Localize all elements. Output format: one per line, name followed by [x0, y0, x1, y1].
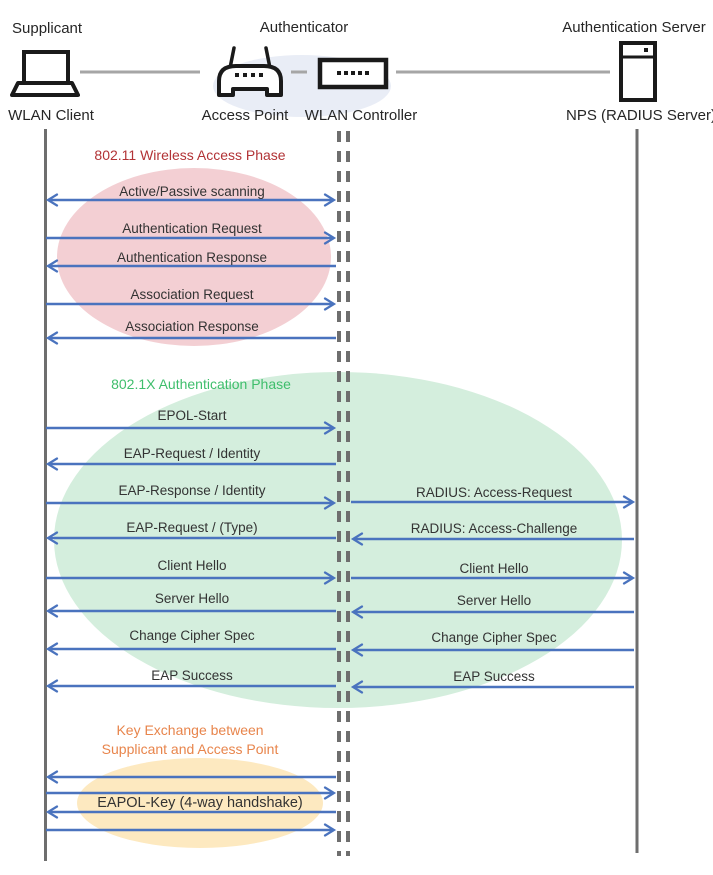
msg-label-active-passive-scanning: Active/Passive scanning: [119, 184, 265, 199]
phase1-ellipse: [57, 168, 331, 346]
msg-label-eapol-key-handshake: EAPOL-Key (4-way handshake): [97, 795, 303, 811]
device-label-nps-radius-server: NPS (RADIUS Server): [565, 107, 713, 124]
msg-label-server-hello-left: Server Hello: [154, 591, 230, 606]
msg-label-eap-success-right: EAP Success: [453, 669, 535, 684]
role-label-supplicant: Supplicant: [12, 20, 83, 37]
msg-label-eap-request-type: EAP-Request / (Type): [126, 520, 258, 535]
msg-label-change-cipher-spec-left: Change Cipher Spec: [129, 628, 255, 643]
wlan-controller-icon: [317, 57, 389, 90]
server-icon: [619, 41, 657, 102]
msg-label-authentication-request: Authentication Request: [122, 221, 262, 236]
msg-label-eap-response-identity: EAP-Response / Identity: [118, 483, 266, 498]
laptop-icon: [10, 50, 80, 97]
msg-label-eap-success-left: EAP Success: [151, 668, 233, 683]
device-label-wlan-controller: WLAN Controller: [304, 107, 418, 124]
msg-label-authentication-response: Authentication Response: [116, 250, 268, 265]
phase1-title: 802.11 Wireless Access Phase: [94, 147, 286, 163]
msg-label-radius-access-challenge: RADIUS: Access-Challenge: [410, 521, 578, 536]
role-label-authentication-server: Authentication Server: [562, 19, 706, 36]
phase3-ellipse: [77, 758, 323, 848]
msg-label-client-hello-left: Client Hello: [157, 558, 227, 573]
msg-label-association-request: Association Request: [130, 287, 254, 302]
device-label-wlan-client: WLAN Client: [8, 107, 94, 124]
phase3-title-line2: Supplicant and Access Point: [101, 741, 279, 757]
phase2-title: 802.1X Authentication Phase: [111, 376, 291, 392]
phase3-title-line1: Key Exchange between: [116, 722, 264, 738]
msg-label-client-hello-right: Client Hello: [459, 561, 529, 576]
msg-label-change-cipher-spec-right: Change Cipher Spec: [431, 630, 557, 645]
msg-label-server-hello-right: Server Hello: [456, 593, 532, 608]
role-label-authenticator: Authenticator: [259, 19, 349, 36]
msg-label-association-response: Association Response: [125, 319, 259, 334]
msg-label-epol-start: EPOL-Start: [157, 408, 227, 423]
msg-label-radius-access-request: RADIUS: Access-Request: [415, 485, 573, 500]
device-label-access-point: Access Point: [201, 107, 289, 124]
msg-label-eap-request-identity: EAP-Request / Identity: [123, 446, 261, 461]
access-point-icon: [217, 46, 283, 97]
message-arrows: [45, 193, 636, 837]
